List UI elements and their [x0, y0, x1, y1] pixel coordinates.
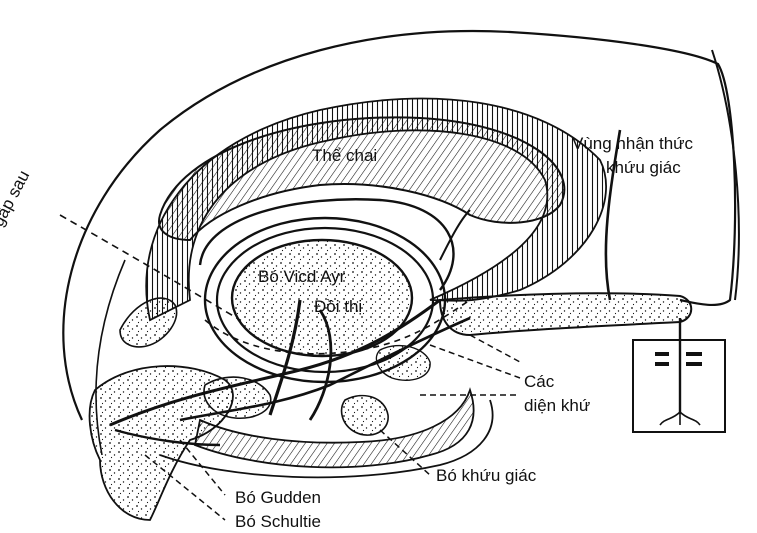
- label-olfactory-cortex-line2: khứu giác: [606, 158, 681, 178]
- label-olfactory-tract: Bó khứu giác: [436, 466, 536, 486]
- fiber-upper-radiation: [440, 210, 470, 260]
- label-olfactory-areas-line1: Các: [524, 372, 554, 392]
- leader-olfactory-areas-3: [470, 335, 520, 362]
- label-gudden: Bó Gudden: [235, 488, 321, 508]
- receptor-mark-2: [655, 362, 669, 366]
- receptor-mark-4: [686, 362, 702, 366]
- label-corpus-callosum: Thể chai: [312, 146, 377, 166]
- olfactory-tract: [440, 293, 691, 335]
- mammillary-stipple: [342, 396, 389, 436]
- fiber-cortex-to-bulb: [606, 130, 620, 300]
- label-vicq-dazyr: Bó Vicd Ayr: [258, 267, 345, 287]
- receptor-mark-1: [655, 352, 669, 356]
- label-schultze: Bó Schultie: [235, 512, 321, 532]
- label-olfactory-cortex-line1: Vùng nhận thức: [572, 134, 693, 154]
- receptor-mark-3: [686, 352, 702, 356]
- pineal-stipple: [120, 298, 177, 347]
- label-olfactory-areas-line2: diện khứ: [524, 396, 590, 416]
- label-thalamus: Đồi thị: [314, 297, 362, 317]
- leader-olfactory-areas-1: [430, 345, 520, 378]
- septal-stipple: [376, 346, 430, 381]
